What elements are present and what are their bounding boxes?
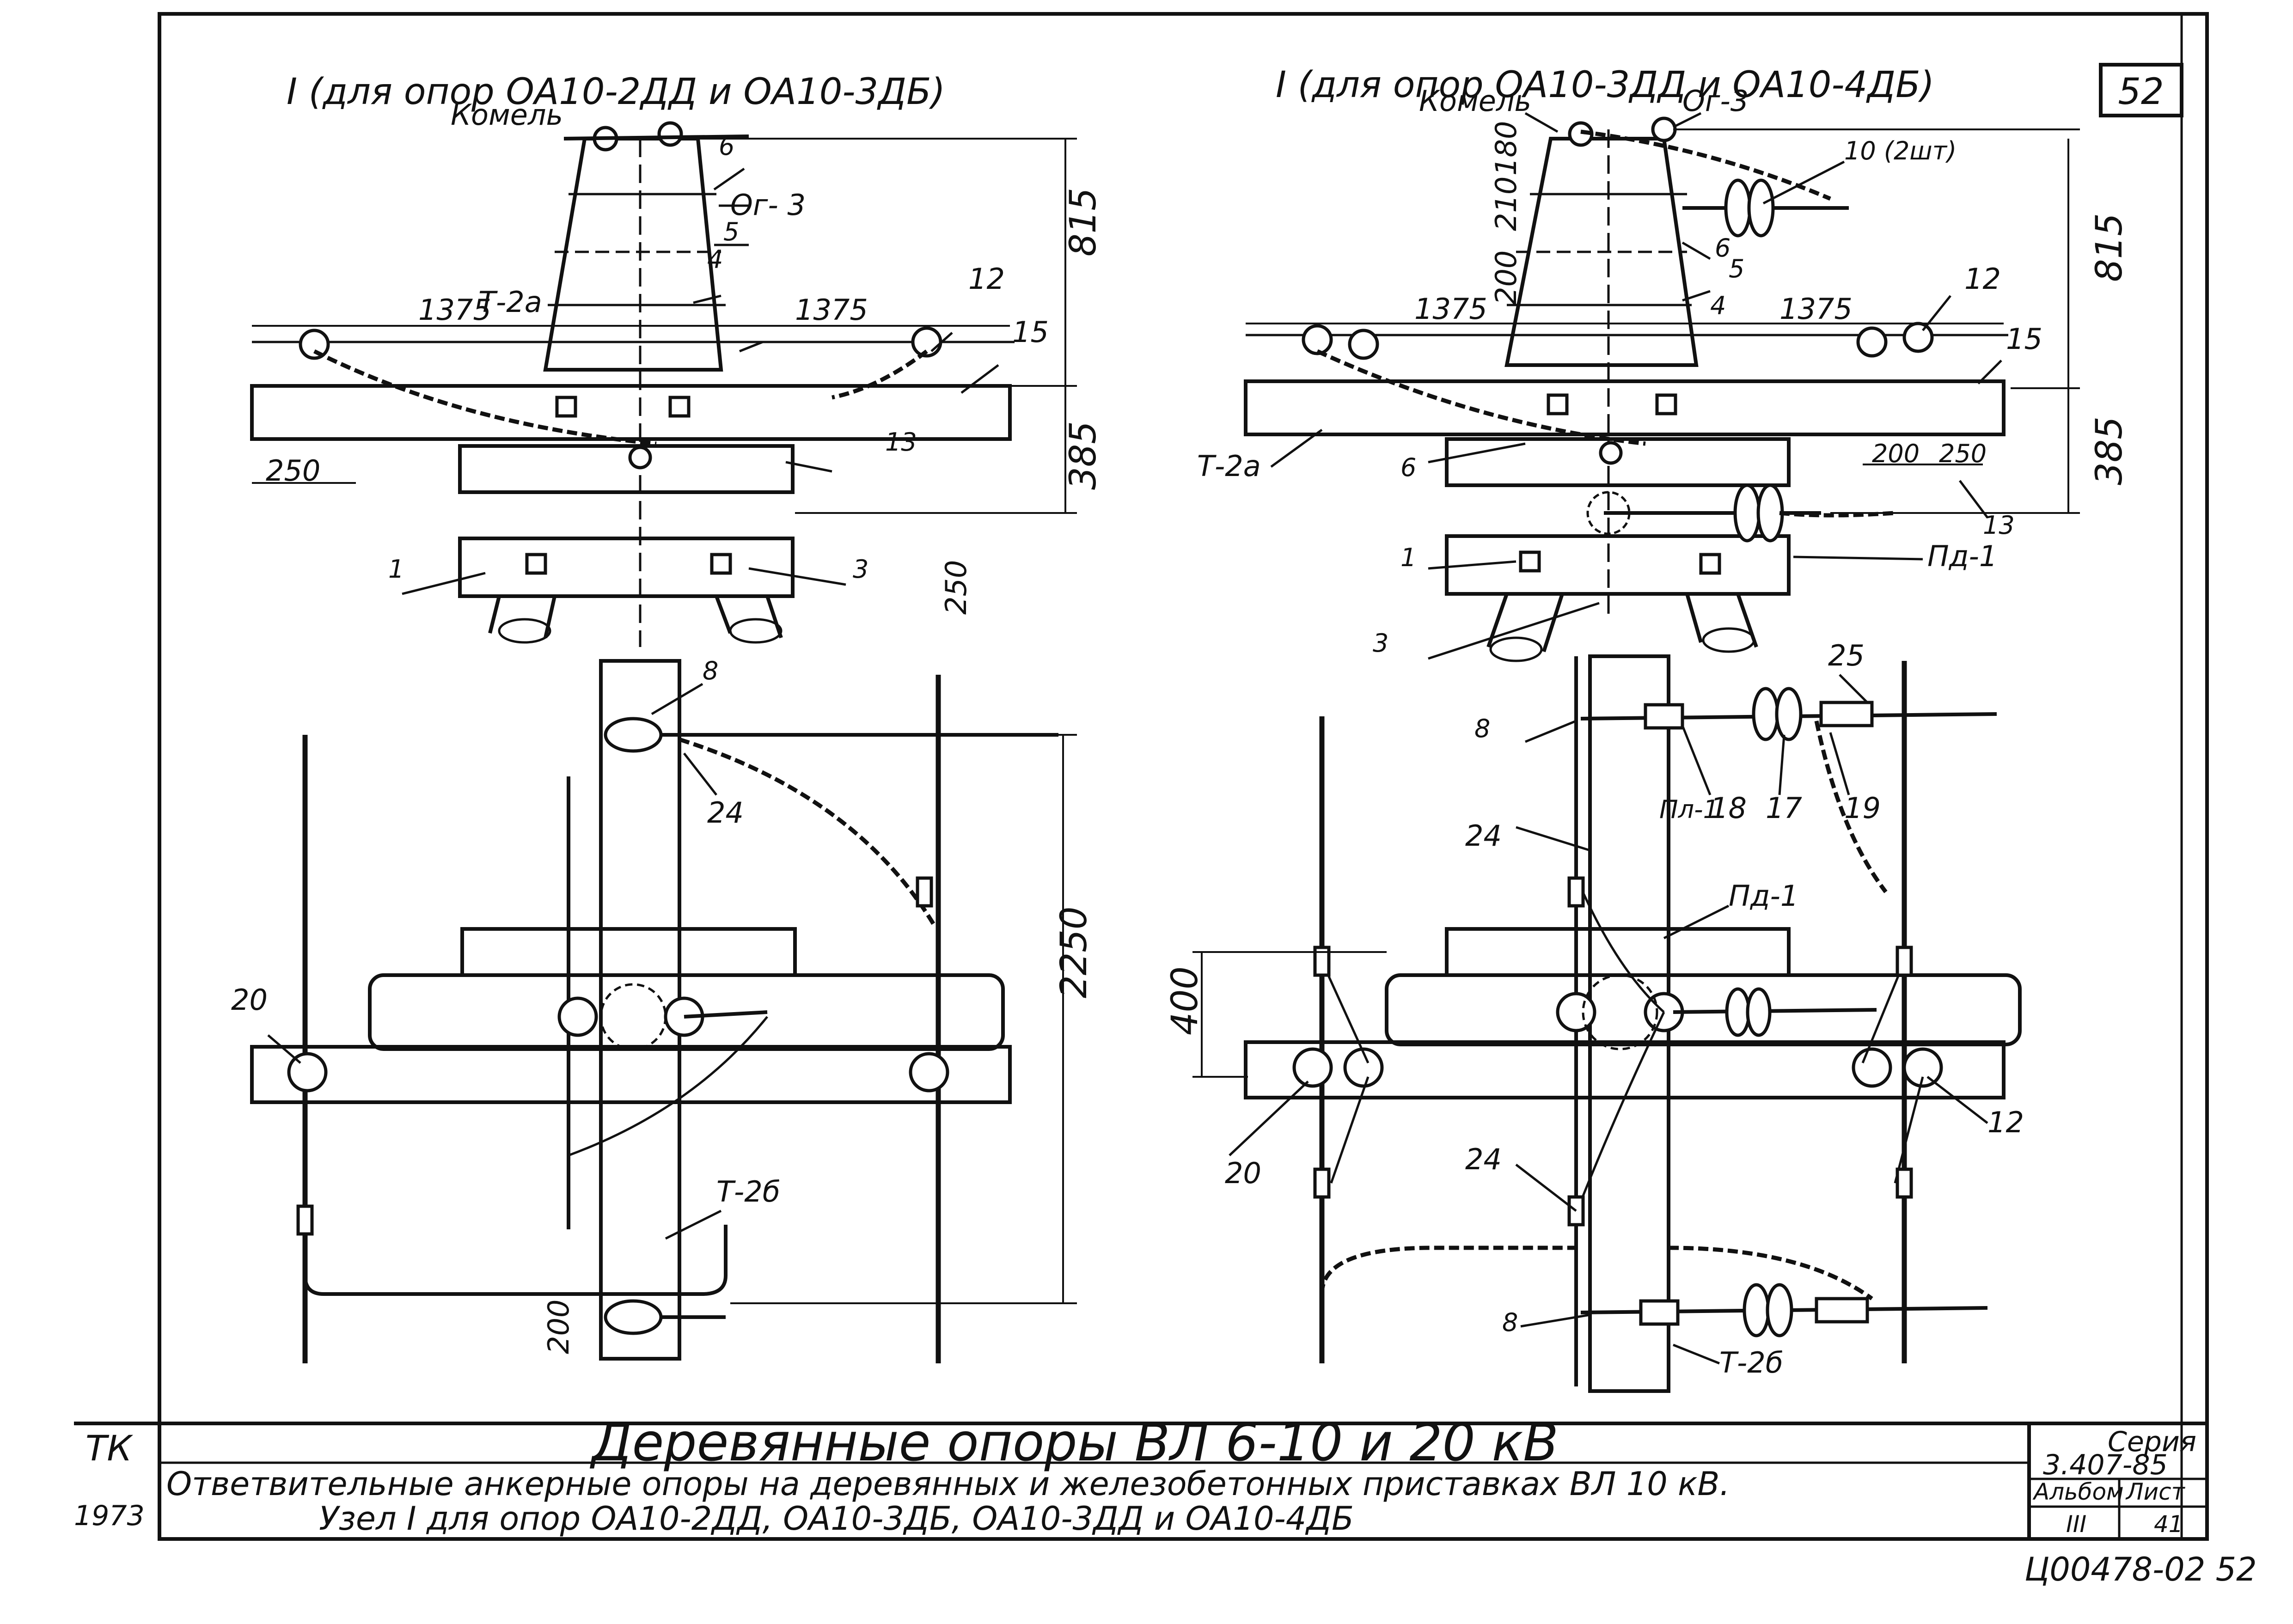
page-number-box: 52 (2099, 63, 2183, 117)
callout-13-left: 13 (885, 427, 917, 457)
right-top-elevation (1244, 112, 2080, 662)
callout-15-right: 15 (2006, 322, 2042, 356)
callout-3-left: 3 (853, 555, 868, 584)
callout-18: 18 (1710, 791, 1747, 825)
sheet-subtitle-2: Узел I для опор ОА10-2ДД, ОА10-3ДБ, ОА10… (319, 1500, 1354, 1538)
sheet-title: Деревянные опоры ВЛ 6-10 и 20 кВ (589, 1413, 1559, 1473)
dim-200-right: 200 (1872, 439, 1920, 468)
callout-6-right: 6 (1400, 453, 1416, 482)
left-view-title: I (для опор ОА10-2ДД и ОА10-3ДБ) (287, 71, 945, 113)
right-view-title: I (для опор ОА10-3ДД и ОА10-4ДБ) (1276, 64, 1934, 106)
callout-13-right: 13 (1983, 511, 2015, 540)
label-t2b-left: Т-2б (716, 1175, 780, 1209)
dim-250-right: 250 (1939, 439, 1987, 468)
callout-25: 25 (1828, 639, 1865, 672)
dim-250-left: 250 (266, 454, 320, 488)
dim-1375-right-a: 1375 (1414, 292, 1487, 326)
label-t2a-right: Т-2а (1197, 449, 1261, 483)
callout-1-right: 1 (1400, 543, 1416, 572)
label-pd1-right-bottom: Пд-1 (1729, 879, 1798, 913)
callout-19: 19 (1844, 791, 1881, 825)
dim-815-left: 815 (1063, 188, 1104, 256)
callout-1-left: 1 (388, 555, 404, 584)
label-pl1: Пл-1 (1659, 795, 1719, 824)
callout-17: 17 (1766, 791, 1802, 825)
dim-1375-left-b: 1375 (795, 293, 868, 327)
list-label: Лист (2125, 1478, 2186, 1505)
year-label: 1973 (74, 1500, 145, 1532)
dim-180-right: 180 (1489, 121, 1523, 176)
callout-8-right-bottom: 8 (1502, 1308, 1518, 1337)
title-block (74, 1422, 2207, 1539)
callout-6-left: 6 (719, 132, 734, 161)
dim-385-right: 385 (2089, 416, 2130, 485)
sheet-subtitle-1: Ответвительные анкерные опоры на деревян… (166, 1465, 1730, 1503)
label-t2a-left: Т-2а (478, 285, 542, 319)
callout-24-right-bottom: 24 (1465, 1142, 1502, 1176)
callout-3-right: 3 (1373, 629, 1388, 658)
series-value: 3.407-85 (2043, 1449, 2168, 1481)
label-og3-left: Ог- 3 (730, 188, 806, 222)
callout-6-right-top: 6 (1715, 233, 1730, 263)
dim-385-left: 385 (1063, 421, 1104, 490)
callout-8-left: 8 (703, 656, 718, 685)
left-bottom-plan (250, 659, 1077, 1363)
album-label: Альбом (2032, 1478, 2124, 1505)
callout-20-left: 20 (231, 983, 268, 1017)
callout-24-left: 24 (707, 796, 744, 830)
list-value: 41 (2154, 1511, 2183, 1538)
callout-24-right-top: 24 (1465, 819, 1502, 853)
dim-2250: 2250 (1053, 906, 1095, 998)
dim-200-left-bottom: 200 (542, 1300, 575, 1354)
label-10-2pcs: 10 (2шт) (1844, 136, 1957, 165)
label-pd1-right-top: Пд-1 (1927, 539, 1997, 573)
callout-12-left: 12 (968, 262, 1005, 296)
callout-12-right-top: 12 (1964, 262, 2001, 296)
dim-1375-left-a: 1375 (418, 293, 491, 327)
label-komel-right: Комель (1419, 84, 1531, 118)
tk-label: ТК (86, 1428, 133, 1469)
callout-4-left: 4 (707, 245, 723, 274)
frame (158, 12, 2209, 1541)
callout-4-right: 4 (1710, 291, 1726, 320)
callout-15-left: 15 (1012, 315, 1049, 349)
callout-5-right: 5 (1729, 254, 1744, 283)
label-og3-right: Ог-3 (1682, 84, 1749, 118)
left-top-elevation (250, 121, 1077, 647)
dim-200-right-vert: 200 (1489, 250, 1523, 305)
dim-815-right: 815 (2089, 213, 2130, 282)
callout-5-left: 5 (723, 217, 739, 246)
dim-1375-right-b: 1375 (1779, 292, 1853, 326)
series-label: Серия (2108, 1426, 2196, 1458)
label-t2b-right: Т-2б (1719, 1346, 1783, 1380)
dim-400: 400 (1164, 966, 1206, 1035)
right-bottom-plan (1192, 654, 2022, 1393)
label-komel-left: Комель (451, 98, 563, 132)
album-value: III (2066, 1511, 2086, 1538)
callout-20-right: 20 (1225, 1156, 1261, 1190)
page-number: 52 (2118, 71, 2164, 113)
doc-code: Ц00478-02 52 (2024, 1551, 2257, 1588)
dim-250-mid-left: 250 (939, 560, 973, 615)
dim-210-right: 210 (1489, 177, 1523, 231)
callout-12-right: 12 (1987, 1105, 2024, 1139)
callout-8-right: 8 (1474, 714, 1490, 743)
